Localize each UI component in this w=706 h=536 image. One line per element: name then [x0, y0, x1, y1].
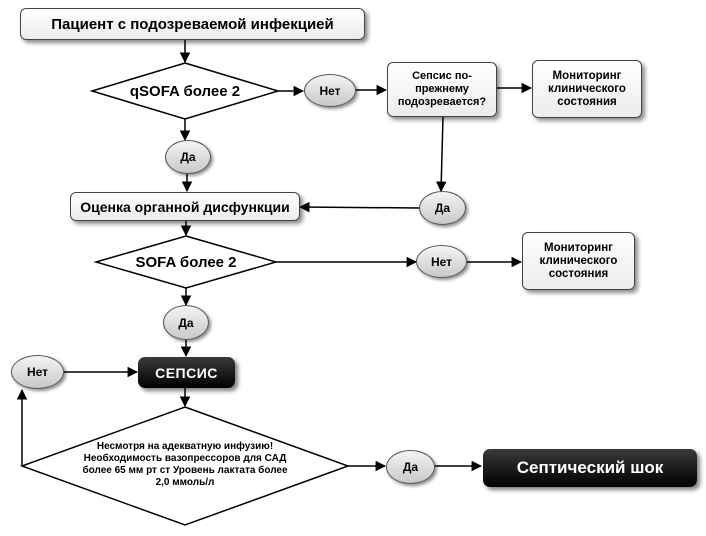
yes2-oval: Да — [419, 191, 466, 225]
shock-diamond — [19, 406, 351, 526]
sofa-label: SOFA более 2 — [135, 253, 237, 271]
shock-criteria-label: Несмотря на адекватную инфузию! Необходи… — [82, 441, 288, 488]
no3-oval: Нет — [11, 355, 64, 389]
no2-oval: Нет — [416, 245, 467, 278]
yes3-oval: Да — [163, 305, 209, 340]
septic-shock-box: Септический шок — [483, 449, 697, 487]
qsofa-label: qSOFA более 2 — [129, 82, 241, 100]
monitor1-box: Мониторинг клинического состояния — [532, 60, 642, 118]
yes4-oval: Да — [386, 450, 435, 484]
monitor2-box: Мониторинг клинического состояния — [522, 232, 635, 290]
start-box: Пациент с подозреваемой инфекцией — [20, 8, 365, 40]
yes1-oval: Да — [165, 140, 211, 174]
organ-dysfunction-box: Оценка органной дисфункции — [70, 192, 300, 221]
sepsis-box: СЕПСИС — [138, 357, 235, 388]
sepsis-suspected-box: Сепсис по-прежнему подозревается? — [387, 62, 497, 117]
no1-oval: Нет — [304, 74, 356, 107]
